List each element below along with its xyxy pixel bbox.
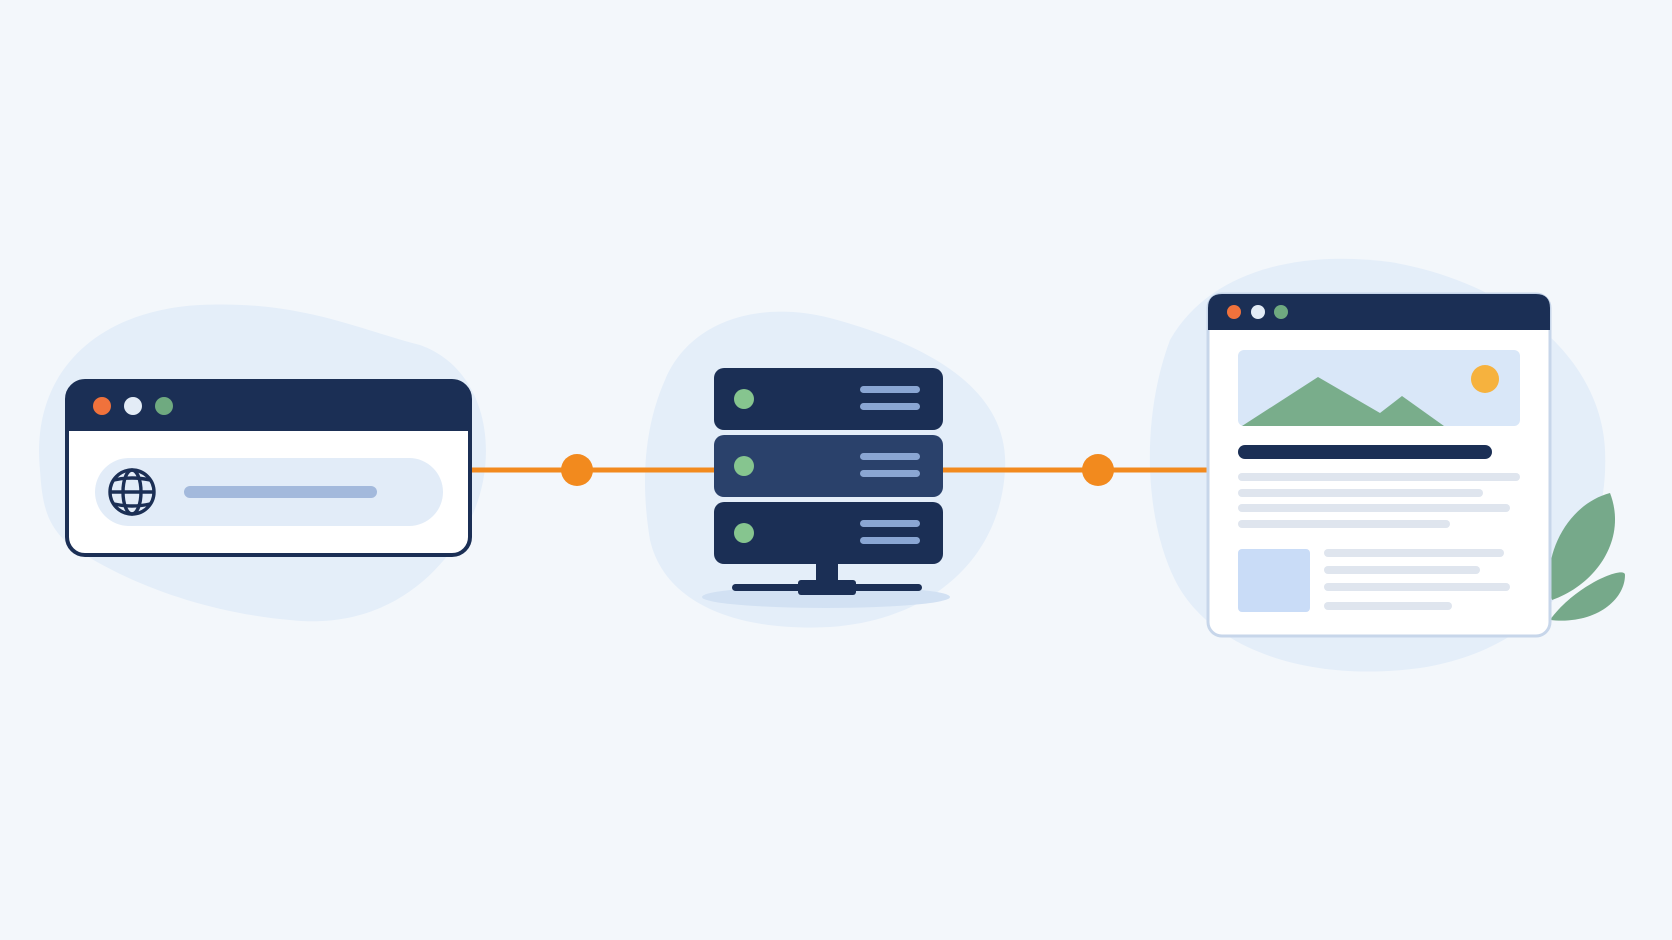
- server-rack-icon: [702, 368, 950, 608]
- server-unit: [714, 502, 943, 564]
- text-line: [1324, 602, 1452, 610]
- server-unit: [714, 368, 943, 430]
- thumbnail-image: [1238, 549, 1310, 612]
- browser-window-right: [1206, 292, 1552, 638]
- window-maximize-dot: [155, 397, 173, 415]
- browser-window-left: [65, 379, 472, 557]
- text-line: [1238, 473, 1520, 481]
- window-minimize-dot: [1251, 305, 1265, 319]
- browser-title-bar: [67, 381, 470, 431]
- connector-node-dot: [1082, 454, 1114, 486]
- image-icon: [1238, 350, 1520, 426]
- server-unit: [714, 435, 943, 497]
- text-line: [1238, 504, 1510, 512]
- page-headline-bar: [1238, 445, 1492, 459]
- text-line: [1324, 549, 1504, 557]
- leaf-decoration-icon: [1549, 493, 1625, 621]
- connector-node-dot: [561, 454, 593, 486]
- status-led-icon: [734, 389, 754, 409]
- window-close-dot: [93, 397, 111, 415]
- text-line: [1238, 489, 1483, 497]
- connector-right: [942, 454, 1210, 486]
- globe-icon: [108, 468, 156, 516]
- text-line: [1238, 520, 1450, 528]
- connector-left: [470, 454, 714, 486]
- status-led-icon: [734, 456, 754, 476]
- search-query-bar: [184, 486, 377, 498]
- server-shadow: [702, 586, 950, 608]
- text-line: [1324, 566, 1480, 574]
- browser-title-bar: [1208, 294, 1550, 330]
- status-led-icon: [734, 523, 754, 543]
- mountain-shape: [1242, 377, 1444, 426]
- window-close-dot: [1227, 305, 1241, 319]
- text-line: [1324, 583, 1510, 591]
- window-maximize-dot: [1274, 305, 1288, 319]
- window-minimize-dot: [124, 397, 142, 415]
- sun-icon: [1471, 365, 1499, 393]
